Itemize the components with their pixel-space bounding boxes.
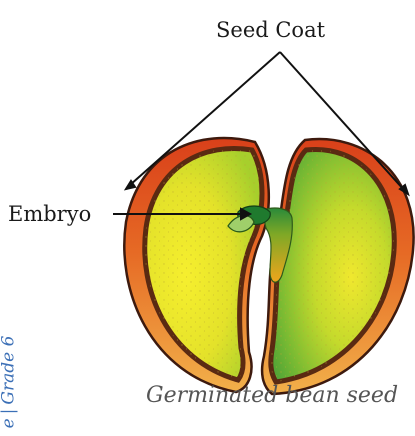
figure-caption: Germinated bean seed <box>146 383 398 408</box>
seed-coat-label: Seed Coat <box>216 18 325 42</box>
side-tab-grade: Grade 6 <box>0 336 18 405</box>
side-tab-separator: | <box>0 409 18 415</box>
side-tab-prefix: e <box>0 418 18 428</box>
grade-side-tab: e | Grade 6 <box>0 336 18 429</box>
embryo-label: Embryo <box>8 202 91 226</box>
